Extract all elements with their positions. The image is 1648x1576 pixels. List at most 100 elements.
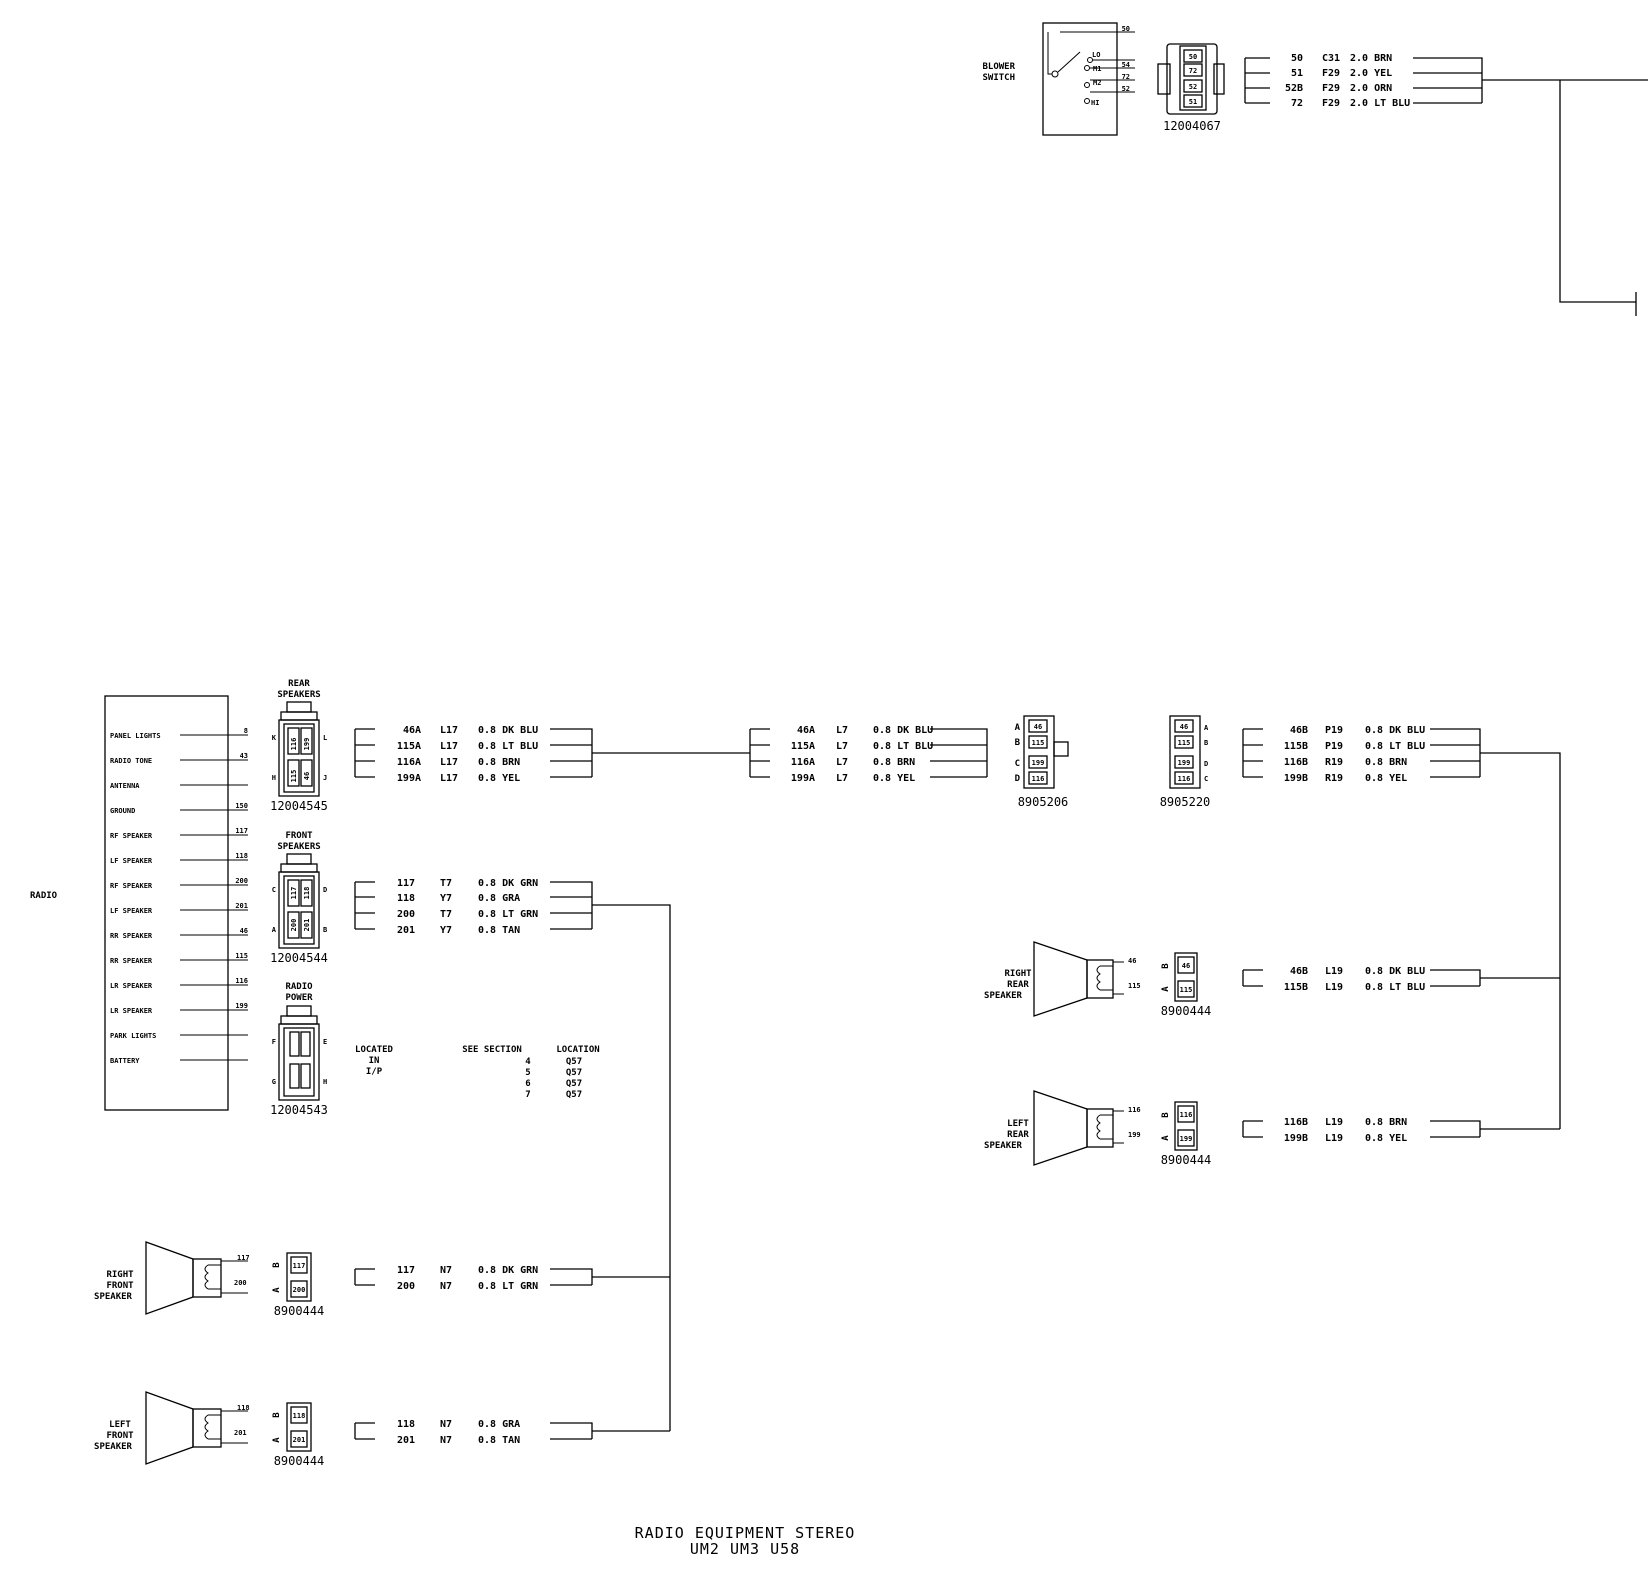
lf-label-3: SPEAKER — [94, 1442, 133, 1452]
i220-connector-number: 8905220 — [1160, 795, 1211, 809]
radio-terminal-name: RF SPEAKER — [110, 832, 153, 840]
blower-wire-4-circuit: 72 — [1291, 98, 1303, 109]
rr-connector-number: 8900444 — [1161, 1004, 1212, 1018]
title-line-2: UM2 UM3 U58 — [690, 1540, 800, 1558]
rf-wire-2-spec: 0.8 LT GRN — [478, 1281, 538, 1292]
i206-wire-3-loc: L7 — [836, 757, 848, 768]
rear-wire-4-spec: 0.8 YEL — [478, 773, 520, 784]
i220-wire-3-circuit: 116B — [1284, 757, 1308, 768]
rf-label-3: SPEAKER — [94, 1292, 133, 1302]
located-line-2: IN — [369, 1056, 380, 1066]
location-row-4: Q57 — [566, 1090, 582, 1100]
i220-wire-1-loc: P19 — [1325, 725, 1343, 736]
lf-wire-2-loc: N7 — [440, 1435, 452, 1446]
right-rear-speaker: RIGHT REAR SPEAKER 46 115 — [984, 941, 1141, 1017]
rf-cav-1: 117 — [293, 1262, 306, 1270]
front-wire-2-spec: 0.8 GRA — [478, 893, 520, 904]
lr-wire-1-loc: L19 — [1325, 1117, 1343, 1128]
rear-speakers-cav-2: 199 — [303, 738, 311, 751]
radio-terminal-pin: 115 — [235, 952, 248, 960]
i206-wire-3-spec: 0.8 BRN — [873, 757, 915, 768]
i206-connector-number: 8905206 — [1018, 795, 1069, 809]
lr-wire-bundle: 116B L19 0.8 BRN 199B L19 0.8 YEL — [1242, 1117, 1560, 1144]
rear-speakers-letter-h: H — [272, 774, 276, 782]
front-speakers-wire-bundle: 117 T7 0.8 DK GRN 118 Y7 0.8 GRA 200 T7 … — [354, 878, 671, 1431]
location-row-2: Q57 — [566, 1068, 582, 1078]
i220-wire-3-loc: R19 — [1325, 757, 1343, 768]
section-row-2: 5 — [525, 1068, 530, 1078]
i206-cav-2: 115 — [1032, 739, 1045, 747]
i220-wire-3-spec: 0.8 BRN — [1365, 757, 1407, 768]
rear-speakers-connector: REAR SPEAKERS 116 199 115 46 K L H J 120… — [270, 679, 328, 813]
front-wire-3-loc: T7 — [440, 909, 452, 920]
front-wire-2-loc: Y7 — [440, 893, 452, 904]
blower-label-1: BLOWER — [982, 62, 1015, 72]
radio-label: RADIO — [30, 891, 58, 901]
radio-terminal-name: PARK LIGHTS — [110, 1032, 156, 1040]
rf-wire-1-loc: N7 — [440, 1265, 452, 1276]
radio-terminal-name: RR SPEAKER — [110, 957, 153, 965]
blower-label-2: SWITCH — [982, 73, 1015, 83]
radio-terminal-name: LR SPEAKER — [110, 982, 153, 990]
lr-wire-1-circuit: 116B — [1284, 1117, 1308, 1128]
section-row-4: 7 — [525, 1090, 530, 1100]
i220-letter-d: D — [1204, 760, 1208, 768]
i220-wire-2-circuit: 115B — [1284, 741, 1308, 752]
radio-terminal-pin: 117 — [235, 827, 248, 835]
rear-wire-2-circuit: 115A — [397, 741, 421, 752]
lf-pin-1: 118 — [237, 1404, 250, 1412]
blower-pin-50: 50 — [1122, 25, 1130, 33]
radio-terminal-pin: 201 — [235, 902, 248, 910]
rr-label-3: SPEAKER — [984, 991, 1023, 1001]
rear-speakers-letter-j: J — [323, 774, 327, 782]
lf-cav-2: 201 — [293, 1436, 306, 1444]
blower-pos-m2: M2 — [1093, 79, 1101, 87]
rf-cav-2: 200 — [293, 1286, 306, 1294]
front-wire-4-spec: 0.8 TAN — [478, 925, 520, 936]
front-wire-3-circuit: 200 — [397, 909, 415, 920]
rf-wire-bundle: 117 N7 0.8 DK GRN 200 N7 0.8 LT GRN — [354, 1265, 670, 1292]
rr-speaker-cone-icon — [1033, 941, 1088, 1017]
radio-terminal: BATTERY — [110, 1057, 248, 1065]
blower-cav-4: 51 — [1189, 98, 1197, 106]
radio-terminal-name: GROUND — [110, 807, 135, 815]
rear-speakers-letter-k: K — [272, 734, 277, 742]
i220-wire-2-spec: 0.8 LT BLU — [1365, 741, 1425, 752]
lr-pin-1: 116 — [1128, 1106, 1141, 1114]
see-section-header: SEE SECTION — [462, 1045, 522, 1055]
i220-wire-1-circuit: 46B — [1290, 725, 1308, 736]
front-wire-3-spec: 0.8 LT GRN — [478, 909, 538, 920]
lr-speaker-cone-icon — [1033, 1090, 1088, 1166]
lf-pin-2: 201 — [234, 1429, 247, 1437]
blower-connector-number: 12004067 — [1163, 119, 1221, 133]
i206-wire-3-circuit: 116A — [791, 757, 815, 768]
located-line-3: I/P — [366, 1067, 383, 1077]
radio-power-label-2: POWER — [285, 993, 313, 1003]
lr-wire-2-circuit: 199B — [1284, 1133, 1308, 1144]
blower-switch: BLOWER SWITCH 50 54 72 52 LO M1 M2 HI — [982, 22, 1648, 316]
blower-switch-body — [1042, 22, 1118, 136]
radio-terminal-name: LF SPEAKER — [110, 857, 153, 865]
rf-pin-2: 200 — [234, 1279, 247, 1287]
i220-letter-c: C — [1204, 775, 1208, 783]
rf-label-1: RIGHT — [106, 1270, 134, 1280]
blower-cav-2: 72 — [1189, 67, 1197, 75]
radio-terminal-name: RADIO TONE — [110, 757, 152, 765]
blower-wire-bundle: 50 C31 2.0 BRN 51 F29 2.0 YEL 52B F29 2.… — [1244, 53, 1648, 316]
rear-wire-3-spec: 0.8 BRN — [478, 757, 520, 768]
radio-terminal-name: BATTERY — [110, 1057, 140, 1065]
radio-power-label-1: RADIO — [285, 982, 313, 992]
i206-cav-1: 46 — [1034, 723, 1042, 731]
radio-power-connector-number: 12004543 — [270, 1103, 328, 1117]
rf-connector: 117 200 B A 8900444 — [272, 1252, 324, 1318]
blower-wire-3-circuit: 52B — [1285, 83, 1303, 94]
lr-connector-number: 8900444 — [1161, 1153, 1212, 1167]
blower-wire-2-circuit: 51 — [1291, 68, 1303, 79]
rf-wire-1-spec: 0.8 DK GRN — [478, 1265, 538, 1276]
rr-connector: 46 115 B A 8900444 — [1161, 952, 1212, 1018]
blower-pos-hi: HI — [1091, 99, 1099, 107]
rear-wire-2-loc: L17 — [440, 741, 458, 752]
